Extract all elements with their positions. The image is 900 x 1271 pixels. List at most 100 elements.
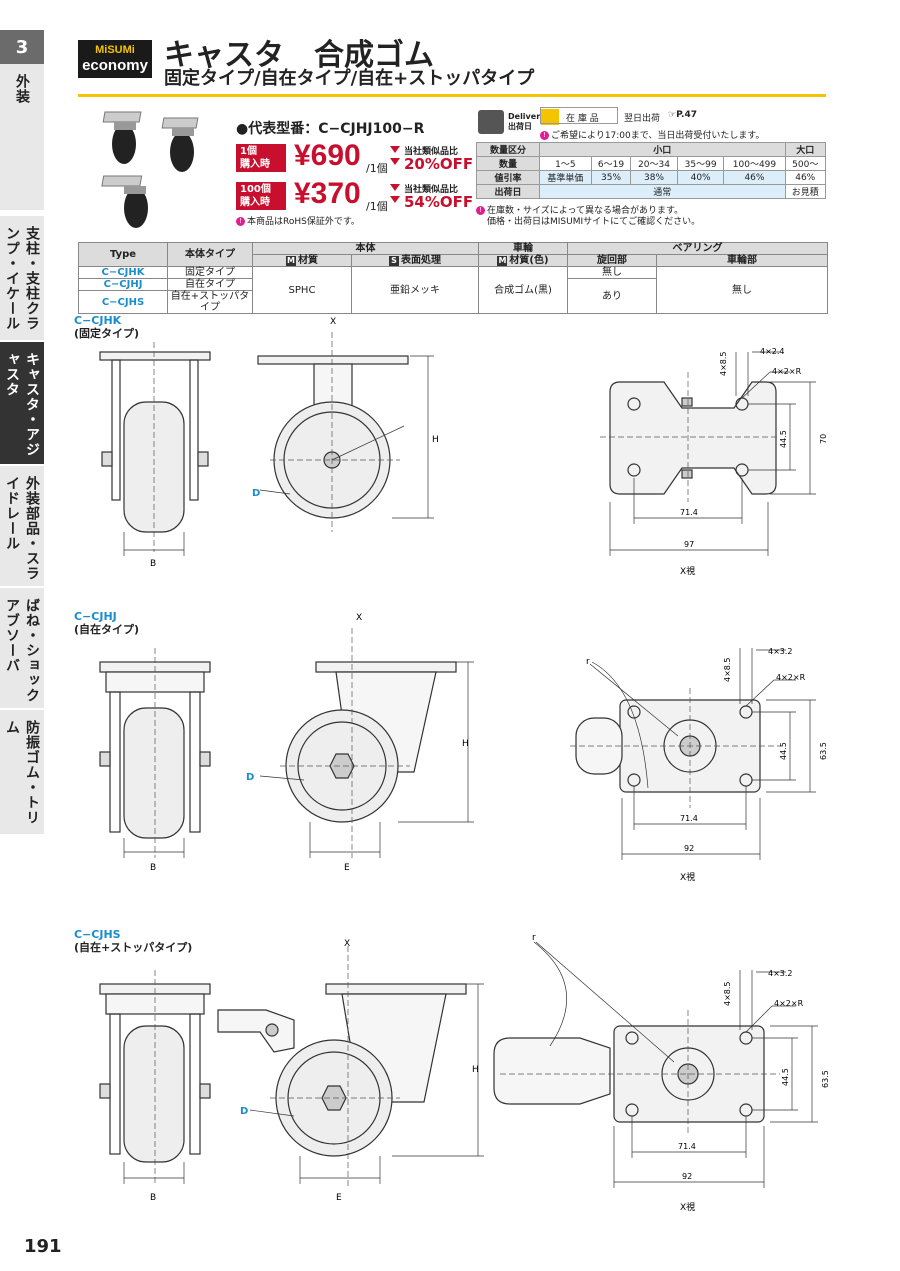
qty-cell: 6〜19 xyxy=(590,156,632,171)
type-cell[interactable]: C−CJHJ xyxy=(78,278,168,291)
dim-44: 44.5 xyxy=(779,742,788,760)
section-code: C−CJHK xyxy=(74,314,122,327)
delivery-table: 数量区分 小口 大口 数量 1〜5 6〜19 20〜34 35〜99 100〜4… xyxy=(476,142,826,199)
delivery-note: !ご希望により17:00まで、当日出荷受付いたします。 xyxy=(540,128,765,141)
dim-97: 97 xyxy=(684,540,694,549)
sidebar-tab-parts[interactable]: 外装部品・スライドレール xyxy=(0,466,44,587)
qty-cell: 20〜34 xyxy=(630,156,678,171)
header-wheel-part: 車輪部 xyxy=(656,254,828,267)
sidebar-tab-spring[interactable]: ばね・ショックアブソーバ xyxy=(0,588,44,709)
logo-line1: MiSUMi xyxy=(95,44,135,56)
info-pin-icon: ! xyxy=(476,206,485,215)
tier2-qty-badge: 100個 購入時 xyxy=(236,182,286,210)
section-name: (自在タイプ) xyxy=(74,623,140,636)
down-arrow-icon xyxy=(390,196,400,203)
dim-r: 4×2×R xyxy=(772,367,802,376)
discount-cell: 46% xyxy=(784,170,826,185)
misumi-economy-logo: MiSUMi economy xyxy=(78,40,152,78)
dim-x-label: X xyxy=(356,613,362,623)
page-ref-text: P.47 xyxy=(676,110,697,120)
drawing-cjhk: B X H D 4×2.4 4×8.5 4×2×R 44.5 70 71.4 9… xyxy=(99,317,828,577)
sidebar-tab-pillar[interactable]: 支柱・支柱クランプ・イケール xyxy=(0,216,44,341)
dim-63: 63.5 xyxy=(821,1070,830,1088)
sidebar-tab-rubber[interactable]: 防振ゴム・トリム xyxy=(0,710,44,835)
swivel-cell: あり xyxy=(567,278,657,314)
swivel-cell: 無し xyxy=(567,266,657,279)
sidebar-tab-label: 外装部品・スライドレール xyxy=(4,476,40,581)
dim-d-label: D xyxy=(240,1106,248,1117)
ship-quote-cell: お見積 xyxy=(784,184,826,199)
page-subtitle: 固定タイプ/自在タイプ/自在+ストッパタイプ xyxy=(164,68,535,89)
dim-pitch: 4×8.5 xyxy=(723,981,732,1006)
tier1-off: 20%OFF xyxy=(404,155,474,173)
delivery-footnote: !在庫数・サイズによって異なる場合があります。 価格・出荷日はMISUMIサイト… xyxy=(476,206,700,228)
section-cjhj: C−CJHJ(自在タイプ) xyxy=(74,610,139,636)
chapter-number: 3 xyxy=(0,30,44,64)
surface-mark: S xyxy=(389,256,399,266)
delivery-label-en: Delivery xyxy=(508,112,546,121)
dim-92: 92 xyxy=(684,844,694,853)
view-label: X視 xyxy=(680,871,695,883)
dim-x-label: X xyxy=(344,939,350,949)
row-label: 数量 xyxy=(476,156,540,171)
down-arrow-icon xyxy=(390,158,400,165)
section-code: C−CJHJ xyxy=(74,610,117,623)
page-ref[interactable]: ☞P.47 xyxy=(668,110,697,120)
dim-d-label: D xyxy=(252,488,260,499)
footnote-line: 在庫数・サイズによって異なる場合があります。 xyxy=(487,206,684,216)
header-wheel-material: 材質(色) xyxy=(509,255,549,266)
section-code: C−CJHS xyxy=(74,928,121,941)
dim-hole: 4×3.2 xyxy=(768,969,793,978)
tier2-price: ¥370 xyxy=(294,177,361,210)
body-type-cell: 固定タイプ xyxy=(167,266,253,279)
header-material: 材質 xyxy=(298,255,318,266)
dim-e-label: E xyxy=(336,1193,342,1203)
delivery-label-jp: 出荷日 xyxy=(508,122,532,131)
dim-r-small: r xyxy=(532,933,536,943)
material-mark: M xyxy=(497,256,508,266)
dim-r-small: r xyxy=(586,657,590,667)
stock-label: 在 庫 品 xyxy=(566,114,599,124)
row-label: 数量区分 xyxy=(476,142,540,157)
dim-70: 70 xyxy=(819,434,828,444)
dim-44: 44.5 xyxy=(781,1068,790,1086)
dim-71: 71.4 xyxy=(680,508,698,517)
representative-model: ●代表型番：C−CJHJ100−R xyxy=(236,121,425,137)
type-cell[interactable]: C−CJHK xyxy=(78,266,168,279)
section-name: (自在+ストッパタイプ) xyxy=(74,941,193,954)
row-label: 値引率 xyxy=(476,170,540,185)
section-cjhk: C−CJHK(固定タイプ) xyxy=(74,314,139,340)
tier2-compare: 当社類似品比 xyxy=(404,185,459,195)
truck-icon xyxy=(478,110,504,134)
rohs-note: !本商品はRoHS保証外です。 xyxy=(236,214,360,227)
sidebar-tab-exterior[interactable]: 外装 xyxy=(0,64,44,211)
drawing-cjhs: B E X H D r 4×3.2 4×8.5 4×2×R 44.5 63.5 … xyxy=(99,933,830,1213)
type-cell[interactable]: C−CJHS xyxy=(78,290,168,314)
sidebar-tab-caster[interactable]: キャスタ・アジャスタ xyxy=(0,342,44,465)
tier2-unit: /1個 xyxy=(366,200,388,213)
discount-cell: 40% xyxy=(676,170,725,185)
sidebar-tab-label: ばね・ショックアブソーバ xyxy=(4,598,40,703)
tier2-off: 54%OFF xyxy=(404,193,474,211)
row-label: 出荷日 xyxy=(476,184,540,199)
dim-hole: 4×2.4 xyxy=(760,347,785,356)
discount-cell: 基準単価 xyxy=(539,170,592,185)
dim-b-label: B xyxy=(150,1193,156,1203)
dim-r: 4×2×R xyxy=(776,673,806,682)
discount-cell: 35% xyxy=(590,170,632,185)
down-arrow-icon xyxy=(390,146,400,153)
discount-cell: 46% xyxy=(723,170,786,185)
wheel-part-cell: 無し xyxy=(656,266,828,314)
rohs-note-text: 本商品はRoHS保証外です。 xyxy=(247,217,360,227)
qty-cell: 100〜499 xyxy=(723,156,786,171)
info-pin-icon: ! xyxy=(540,131,549,140)
box-icon xyxy=(541,109,559,125)
material-mark: M xyxy=(286,256,296,266)
section-cjhs: C−CJHS(自在+ストッパタイプ) xyxy=(74,928,192,954)
section-name: (固定タイプ) xyxy=(74,327,140,340)
header-swivel: 旋回部 xyxy=(567,254,657,267)
stock-badge-border xyxy=(540,107,618,124)
tier1-compare: 当社類似品比 xyxy=(404,147,459,157)
